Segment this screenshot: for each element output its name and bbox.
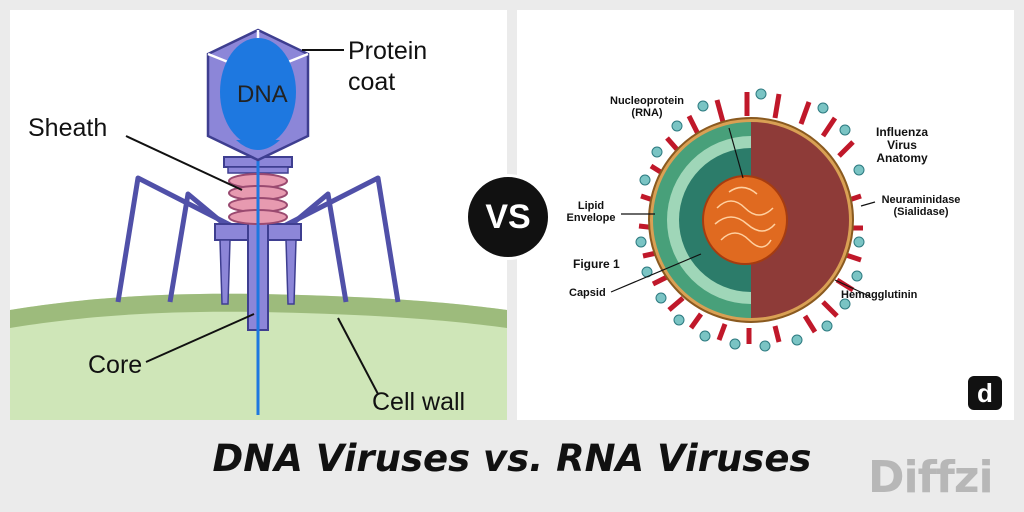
- figure-label: Figure 1: [573, 257, 620, 271]
- anatomy-title-line3: Anatomy: [876, 151, 928, 165]
- cell-wall-label: Cell wall: [372, 388, 466, 416]
- spikes: [635, 88, 865, 352]
- nucleoprotein-label-line2: (RNA): [631, 107, 663, 119]
- sheath-label: Sheath: [28, 114, 108, 142]
- cell-wall-pointer: [337, 317, 379, 395]
- influenza-virus-diagram: [610, 88, 876, 352]
- anatomy-title-line1: Influenza: [875, 125, 928, 139]
- sheath-pointer: [125, 135, 243, 191]
- nucleoprotein-label-line1: Nucleoprotein: [610, 95, 684, 107]
- influenza-panel: Nucleoprotein (RNA) Influenza Virus Anat…: [517, 10, 1014, 420]
- page-title: DNA Viruses vs. RNA Viruses: [212, 437, 812, 480]
- bacteriophage-diagram: [10, 28, 507, 420]
- diffzi-watermark: Diffzi: [868, 452, 994, 503]
- core-label: Core: [88, 351, 143, 379]
- leg-left-outer: [115, 175, 238, 303]
- bacteriophage-panel: DNA Protein coat Sheath Core Cell wall: [10, 10, 507, 420]
- lipid-envelope-label-line2: Envelope: [566, 212, 616, 224]
- hemagglutinin-label: Hemagglutinin: [841, 289, 918, 301]
- neuraminidase-label-line1: Neuraminidase: [881, 194, 961, 206]
- leg-left-inner: [167, 191, 238, 303]
- diffzi-logo-icon: d: [968, 376, 1002, 410]
- dna-core: [220, 38, 296, 146]
- neuraminidase-label-line2: (Sialidase): [893, 206, 949, 218]
- pin-left: [219, 239, 231, 305]
- leg-right-outer: [278, 175, 401, 303]
- core-pointer: [145, 313, 255, 363]
- interior-right-half: [751, 122, 849, 318]
- dna-label: DNA: [237, 81, 288, 108]
- anatomy-title-line2: Virus: [887, 138, 917, 152]
- protein-coat-label-line2: coat: [348, 68, 396, 96]
- lipid-envelope-label-line1: Lipid: [577, 200, 605, 212]
- pin-right: [285, 239, 297, 305]
- vs-badge: VS: [465, 174, 551, 260]
- rna-nucleoprotein: [702, 175, 788, 265]
- protein-coat-label-line1: Protein: [348, 37, 428, 65]
- capsid-label: Capsid: [569, 287, 606, 299]
